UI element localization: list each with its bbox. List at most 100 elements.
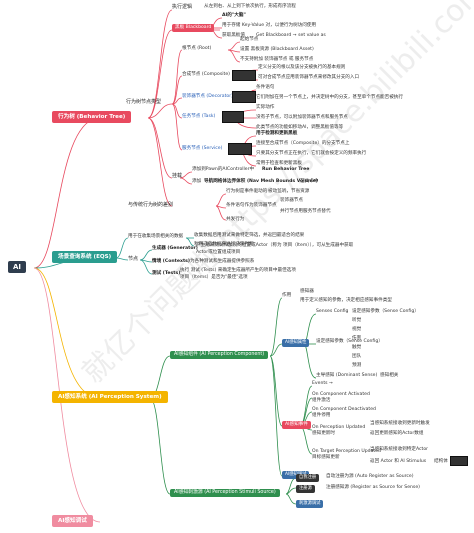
task-thumbnail [222,111,244,123]
event-target-updated-desc3: 结构体 [434,459,448,464]
mount-n2: 添加 [192,179,202,184]
event-deactivated: On Component Deactivated [312,407,376,412]
service-n2: 连接至合成节点（Composite）的分支节点上 [256,141,350,146]
composite-n1: 定义分支的根以及该分支被执行的基本规则 [258,65,346,70]
mount-n2b: 导航网格体边界体积 (Nav Mesh Bounds Volume) [204,179,318,184]
sense-item: 听觉 [352,318,362,323]
service-n3: 只要其分支节点正在执行，它们就会按定义的频率执行 [256,151,367,156]
decorator-n1: 条件语句 [256,85,275,90]
task-n3: 此类节点的功能如移动AI，调整黑板值等等 [256,125,344,130]
composite-n2: 可对合成节点应用装饰器节点来修改其分支的入口 [258,75,360,80]
comp-use-b: 用于定义感知的参数，决定相应感知事件类型 [300,298,392,303]
event-target-updated-desc: 当感知系统接收到特定Actor [370,447,429,452]
eqs-n1: 用于在收集场景相关的数据 [128,234,184,239]
dominant-sense-desc: 感知相关 [380,373,399,378]
eqs-context-desc: 为各种测试和生成器提供参照系 [190,259,255,264]
task-node-label[interactable]: 任务节点 (Task) [182,114,216,119]
source-debug[interactable]: 刺激源调试 [296,500,324,508]
root-n1: 起始节点 [240,37,259,42]
decorator-thumbnail [232,91,256,103]
root-n2: 设置 黑板资源 (Blackboard Asset) [240,47,314,52]
blackboard-item-brain: AI的"大脑" [222,13,246,18]
service-n4: 常用于检查和更新黑板 [256,161,302,166]
blackboard-item-get: 获取黑板值 [222,33,245,38]
event-target-updated-cn: 目标感知更新 [312,455,340,460]
event-target-updated-desc2: 返回 Actor 和 AI Stimulus [370,459,427,464]
eqs-test-desc: 执行 测试 (Tests) 来确定生成器所产生的项目中最佳选项 [180,268,296,273]
eqs-generator: 生成器 (Generator) [152,246,198,251]
events-label: Events → [312,381,333,386]
event-perception-updated-cn: 感知更新时 [312,431,335,436]
blackboard-node[interactable]: 黑板 Blackboard [172,24,215,32]
event-perception-updated-desc2: 返回更新感知的Actor数组 [370,431,424,436]
sense-item: 视觉 [352,327,362,332]
comp-use: 作用 [282,293,292,298]
task-n2: 没有子节点，可以附加装饰器节点和服务节点 [256,115,348,120]
event-perception-updated-desc: 当感知系统接收到更新时触发 [370,421,430,426]
decorator-n2: 它们附加在另一个节点上，并决定树中的分支，甚至单个节点能否被执行 [256,95,404,100]
eqs-test: 测试 (Tests) [152,271,181,276]
stimulus-thumbnail [450,456,468,466]
compare-n3: 并行节点用服务节点替代 [280,209,331,214]
eqs-context: 情境 (Contexts) [152,259,190,264]
branch-debug[interactable]: AI感知调试 [52,515,93,527]
eqs-generator-desc: 产生用来测试和加权的位置或Actor（称为 项目（Item）），可从生成器中获取 [196,243,354,248]
source-self-reg-desc: 自动注册为源 (Auto Register as Source) [326,474,414,479]
exec-logic-desc: 从左到右、从上到下依次执行，形成有序流程 [204,4,296,9]
perception-source[interactable]: AI感知刺激源 (AI Perception Stimuli Source) [170,489,280,497]
mount-node[interactable]: 挂载 [172,173,183,179]
composite-thumbnail [232,70,256,81]
eqs-n1a: 收集数据后用测试来做特定筛选，并返回最适合的结果 [194,233,305,238]
sense-config-desc: 设定感知参数（Sense Config） [352,309,419,314]
eqs-node[interactable]: 节点 [128,256,139,262]
compare-n1b: 被动监听，节省资源 [268,189,310,194]
source-reg-desc: 注册感知源 (Register as Source for Sense) [326,485,420,490]
branch-perception[interactable]: AI感知系统 (AI Perception System) [52,391,168,403]
event-perception-updated: On Perception Updated [312,425,366,430]
event-activated-cn: 组件激活 [312,398,331,403]
root-node[interactable]: AI [8,261,27,273]
decorator-node-label[interactable]: 装饰器节点 (Decorator) [182,94,233,99]
perception-component[interactable]: AI感知组件 (AI Perception Component) [170,351,269,359]
source-self-reg: 自我注册 [296,474,320,482]
compare-n2b: 装饰器节点 [280,198,303,203]
sense-item: 团队 [352,354,362,359]
branch-eqs[interactable]: 场景查询系统 (EQS) [52,251,118,263]
compare-n4: 并发行为 [226,217,245,222]
sense-config-label: Senses Config [316,309,349,314]
source-reg: 注册源 [296,485,315,493]
sense-config-group: 设定感知参数（Sense Config） [316,339,383,344]
eqs-n1b: 利用这些数据来进行决策判断 [194,242,254,247]
mount-n1: 添加到Pawn的AIController中 [192,167,255,172]
root-n3: 不支持附加 装饰器节点 或 服务节点 [240,57,314,62]
mount-n2c: 在关卡中 [300,179,319,184]
service-thumbnail [228,143,252,155]
event-target-updated: On Target Perception Updated [312,449,381,454]
compare-node[interactable]: 与传统行为树的差别 [128,202,174,208]
composite-node-label[interactable]: 合成节点 (Composite) [182,72,230,77]
node-types[interactable]: 行为树节点类型 [126,99,162,105]
service-node-label[interactable]: 服务节点 (Service) [182,146,223,151]
root-node-label[interactable]: 根节点 (Root) [182,46,212,51]
sense-item: 触觉 [352,345,362,350]
branch-behavior-tree[interactable]: 行为树 (Behavior Tree) [52,111,132,123]
mount-n1b: Run Behavior Tree [262,167,310,172]
sense-item: 伤害 [352,336,362,341]
compare-n1: 行为树是事件驱动的 [226,189,268,194]
comp-use-a: 感知器 [300,289,314,294]
eqs-generator-desc2: Actor或位置组成项目 [196,250,241,255]
event-deactivated-cn: 组件停用 [312,413,331,418]
service-n1: 用于检测和更新黑板 [256,131,298,136]
comp-props[interactable]: AI感知属性 [282,339,310,347]
compare-n2: 条件语句作为装饰器节点 [226,203,277,208]
comp-debug[interactable]: AI感知调试 [282,471,310,479]
task-n1: 实际动作 [256,105,275,110]
sense-item: 预测 [352,363,362,368]
blackboard-item-kv: 用于存储 Key-Value 对，以便行为树访问使用 [222,23,317,28]
dominant-sense: 主导感知 (Dominant Sense) [316,373,378,378]
exec-logic-node[interactable]: 执行逻辑 [172,4,193,10]
blackboard-item-get-desc: Get Blackboard → set value as [256,33,326,38]
eqs-test-desc2: 项目（Items）是否为"最佳"选项 [180,275,248,280]
comp-events[interactable]: AI感知事件 [282,421,311,429]
